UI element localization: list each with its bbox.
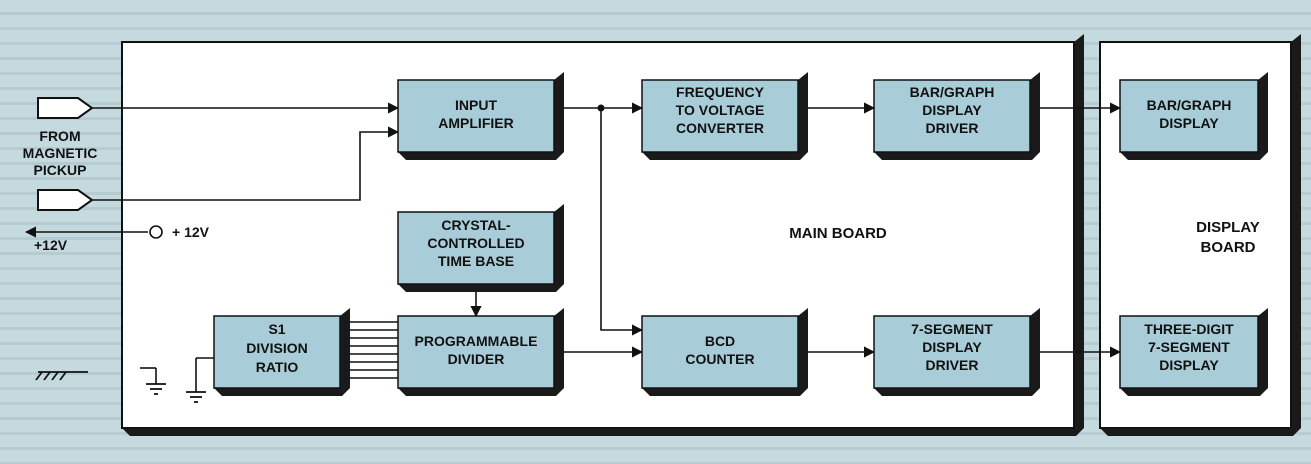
block-programmable-divider: PROGRAMMABLE DIVIDER — [397, 308, 564, 396]
pickup-label-line-1: FROM — [39, 128, 80, 144]
chassis-ground-icon — [35, 371, 88, 381]
block-3digit-line-3: DISPLAY — [1159, 357, 1219, 373]
block-frequency-line-2: TO VOLTAGE — [676, 102, 765, 118]
block-bcd-line-2: COUNTER — [685, 351, 754, 367]
block-3digit-line-2: 7-SEGMENT — [1148, 339, 1230, 355]
block-7seg-driver-line-3: DRIVER — [926, 357, 979, 373]
block-frequency-to-voltage: FREQUENCY TO VOLTAGE CONVERTER — [641, 72, 808, 160]
block-bar-graph-driver: BAR/GRAPH DISPLAY DRIVER — [873, 72, 1040, 160]
display-board-label-2: BOARD — [1201, 239, 1256, 256]
pickup-label-line-3: PICKUP — [34, 162, 87, 178]
junction-dot — [597, 104, 605, 112]
block-3digit-line-1: THREE-DIGIT — [1144, 321, 1234, 337]
pickup-label-line-2: MAGNETIC — [23, 145, 98, 161]
connector-bottom-icon — [37, 189, 94, 211]
block-three-digit-display: THREE-DIGIT 7-SEGMENT DISPLAY — [1119, 308, 1268, 396]
wire-pickup-return — [92, 126, 400, 201]
block-division-ratio: S1 DIVISION RATIO — [213, 308, 350, 396]
block-bar-driver-line-2: DISPLAY — [922, 102, 982, 118]
supply-terminal-icon — [149, 225, 163, 239]
pickup-connectors: FROM MAGNETIC PICKUP — [23, 97, 98, 211]
main-board-label: MAIN BOARD — [789, 225, 887, 242]
ground-icon — [146, 383, 166, 395]
block-time-base-line-2: CONTROLLED — [427, 235, 524, 251]
block-bar-display-line-1: BAR/GRAPH — [1147, 97, 1232, 113]
block-input-amplifier: INPUT AMPLIFIER — [397, 72, 564, 160]
display-board-label-1: DISPLAY — [1196, 219, 1260, 236]
block-bar-driver-line-1: BAR/GRAPH — [910, 84, 995, 100]
block-bar-display-line-2: DISPLAY — [1159, 115, 1219, 131]
block-7seg-driver-line-2: DISPLAY — [922, 339, 982, 355]
block-input-amplifier-line-1: INPUT — [455, 97, 497, 113]
block-seven-segment-driver: 7-SEGMENT DISPLAY DRIVER — [873, 308, 1040, 396]
block-division-line-3: RATIO — [256, 359, 299, 375]
block-time-base: CRYSTAL- CONTROLLED TIME BASE — [397, 204, 564, 292]
block-frequency-line-3: CONVERTER — [676, 120, 764, 136]
block-divider-line-2: DIVIDER — [448, 351, 505, 367]
supply-in-label: + 12V — [172, 224, 210, 240]
supply-out-label: +12V — [34, 237, 68, 253]
s1-ground-icon — [186, 391, 206, 403]
block-bar-driver-line-3: DRIVER — [926, 120, 979, 136]
wires — [24, 102, 1122, 392]
block-time-base-line-3: TIME BASE — [438, 253, 514, 269]
wire-amp-to-bcd — [600, 108, 644, 336]
block-7seg-driver-line-1: 7-SEGMENT — [911, 321, 993, 337]
block-input-amplifier-line-2: AMPLIFIER — [438, 115, 513, 131]
connector-top-icon — [37, 97, 94, 119]
block-frequency-line-1: FREQUENCY — [676, 84, 765, 100]
block-bcd-line-1: BCD — [705, 333, 735, 349]
block-divider-line-1: PROGRAMMABLE — [415, 333, 538, 349]
block-division-line-2: DIVISION — [246, 340, 307, 356]
block-bcd-counter: BCD COUNTER — [641, 308, 808, 396]
block-bar-graph-display: BAR/GRAPH DISPLAY — [1119, 72, 1268, 160]
block-time-base-line-1: CRYSTAL- — [441, 217, 511, 233]
block-division-line-1: S1 — [268, 321, 285, 337]
